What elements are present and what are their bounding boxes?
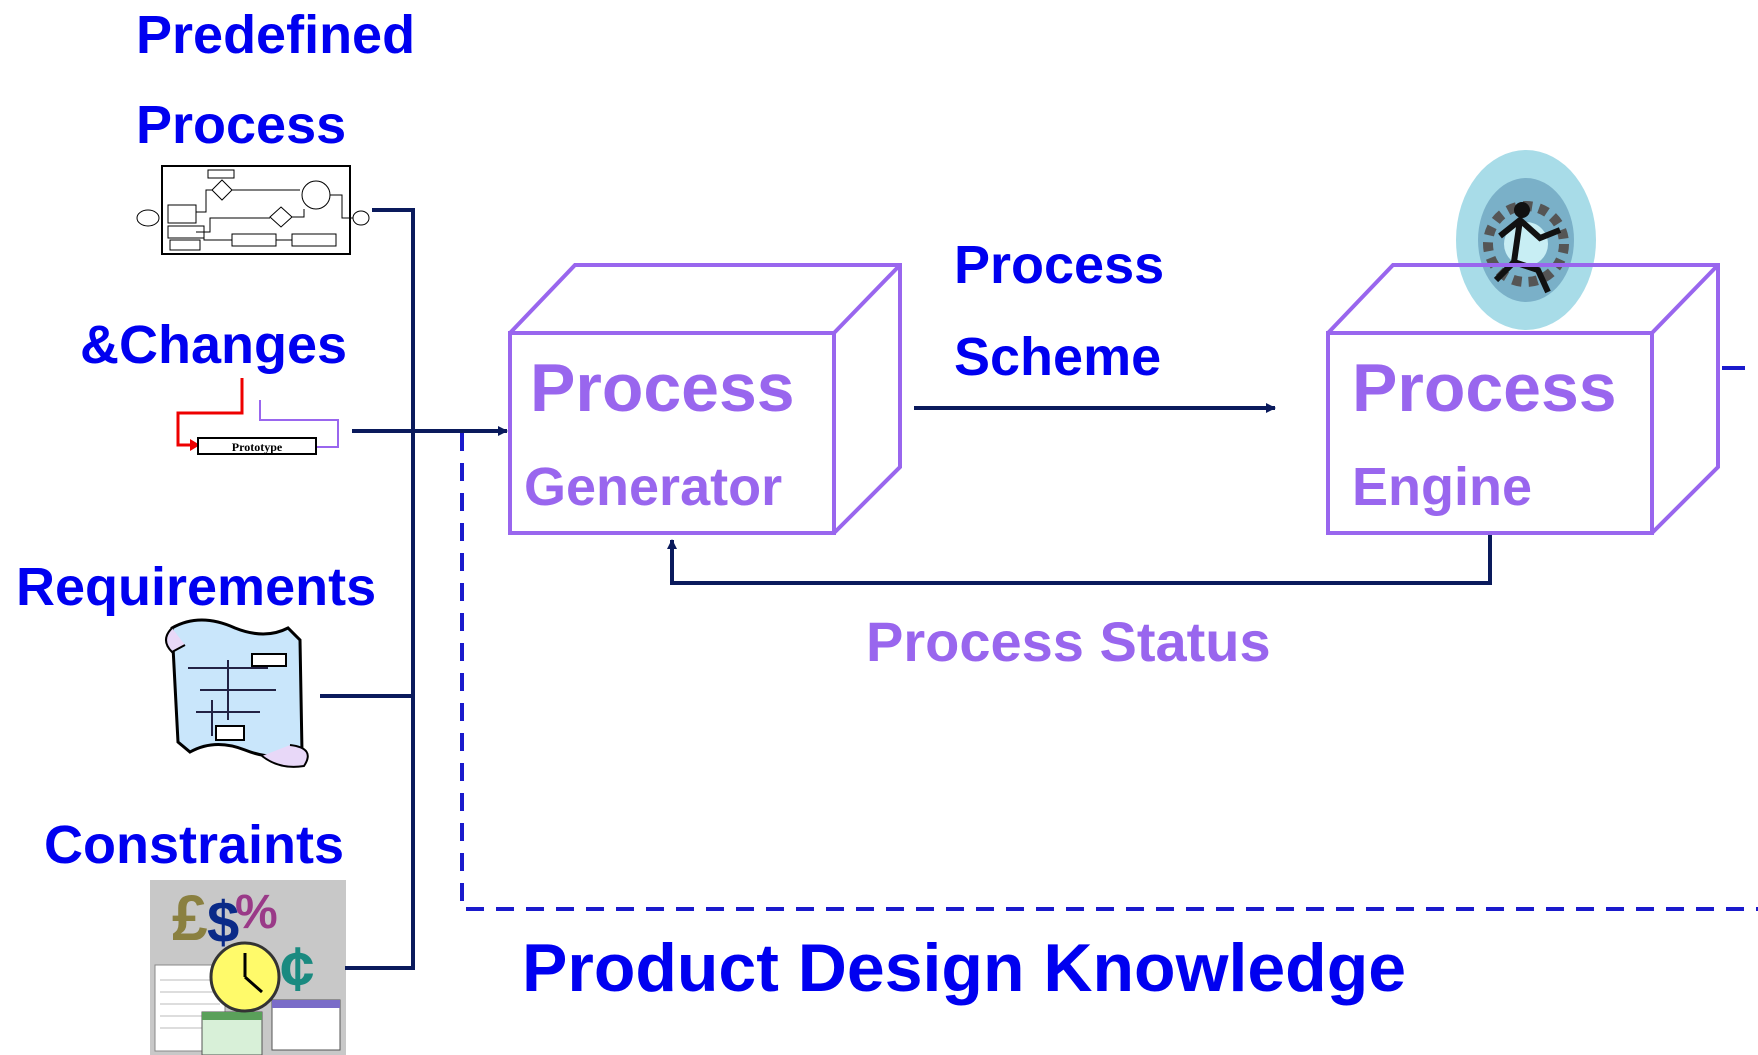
svg-text:£: £ [172,882,208,954]
product-design-knowledge-label: Product Design Knowledge [522,930,1407,1006]
generator-title: Process [530,350,795,426]
input-collector-lines [320,208,415,970]
predefined-process-flowchart-icon [136,165,370,255]
prototype-changes-icon [176,378,339,455]
engine-subtitle: Engine [1352,457,1533,517]
process-status-label: Process Status [866,610,1271,673]
svg-text:¢: ¢ [280,935,314,1004]
predefined-label: Predefined [136,5,416,65]
requirements-label: Requirements [16,557,377,617]
process-engine-box [1326,263,1720,535]
process-label: Process [136,95,347,155]
engine-gear-runner-icon [1456,150,1596,330]
scheme-label-line1: Process [954,235,1165,295]
constraints-label: Constraints [44,815,345,875]
constraints-money-time-icon: £ $ % ¢ [150,880,346,1055]
product-knowledge-boundary [460,433,1758,911]
changes-label: &Changes [80,315,348,375]
prototype-label: Prototype [232,440,283,454]
scheme-label-line2: Scheme [954,327,1162,387]
requirements-blueprint-icon [165,618,309,768]
engine-title: Process [1352,350,1617,426]
svg-text:%: % [235,886,278,939]
process-generator-box [508,263,902,535]
process-status-arrow [667,535,1492,585]
generator-subtitle: Generator [524,457,783,517]
